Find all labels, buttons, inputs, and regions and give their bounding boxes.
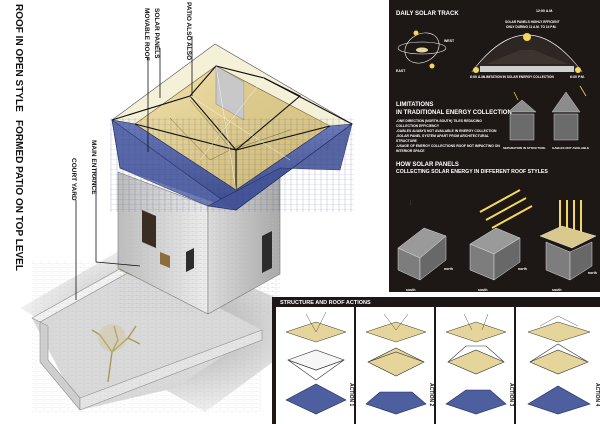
north-label: north — [444, 267, 453, 271]
limitations-title-1: LIMITATIONS — [396, 102, 433, 108]
caption-gables: GABLES NOT AVAILABLE — [552, 146, 589, 150]
limitations-section: LIMITATIONS IN TRADITIONAL ENERGY COLLEC… — [396, 85, 589, 153]
action-label: ACTION 2 — [428, 383, 434, 407]
west-label: WEST — [444, 39, 455, 43]
limitation-house-left: SEPARATION IN STRUCTURE — [503, 91, 545, 150]
east-label: EAST — [396, 69, 406, 73]
leader-lines — [75, 36, 193, 300]
sun-path — [404, 32, 440, 64]
evening-label: 6:00 P.M. — [570, 75, 585, 79]
court-yard-label: COURT YARD — [70, 158, 77, 201]
south-label: south — [552, 288, 562, 292]
patio-also-label: PATIO ALSO ALSO — [185, 2, 192, 60]
south-label: south — [478, 288, 488, 292]
morning-sun — [473, 67, 479, 73]
daily-solar-track: DAILY SOLAR TRACK EAST WEST 12:00 A.M. 6… — [396, 9, 585, 79]
title-line-2: FORMED PATIO ON TOP LEVEL — [13, 120, 24, 271]
action-label: ACTION 1 — [348, 383, 354, 407]
earth-disc — [416, 47, 428, 53]
how-title-1: HOW SOLAR PANELS — [396, 162, 459, 168]
structure-title: STRUCTURE AND ROOF ACTIONS — [280, 300, 371, 306]
noon-sun — [523, 33, 531, 41]
horizon-bar — [480, 66, 574, 72]
angle-note: ····· — [409, 200, 413, 205]
how-solar-panels-section: HOW SOLAR PANELS COLLECTING SOLAR ENERGY… — [396, 162, 597, 292]
solar-track-title: DAILY SOLAR TRACK — [396, 11, 459, 17]
solar-panels-label: SOLAR PANELS — [153, 8, 160, 59]
action-3-diagrams — [445, 313, 507, 415]
window-left — [142, 210, 156, 248]
noon-label: 12:00 A.M. — [536, 9, 553, 13]
sun-marker-1 — [413, 30, 419, 36]
courtyard-tree — [91, 324, 141, 383]
north-label: north — [518, 267, 527, 271]
orbit-ellipse — [397, 41, 447, 55]
roof-style-gable: south north — [397, 227, 453, 292]
limitation-bullet: -USAGE OF ENERGY COLLECTIONS ROOF NOT IM… — [396, 144, 500, 148]
limitation-bullet: -ONE DIRECTION (NORTH-SOUTH) TILES REDUC… — [396, 119, 482, 123]
entrance-door — [160, 252, 170, 268]
roof-style-open: south north — [539, 200, 597, 292]
action-label: ACTION 3 — [508, 383, 514, 407]
window-front — [186, 248, 194, 272]
efficiency-note-2: ONLY DURING 11 A.M. TO 14 P.M. — [506, 25, 557, 29]
north-label: north — [588, 271, 597, 275]
morning-label: 6:00 A.M. — [470, 75, 485, 79]
action-1-diagrams — [285, 311, 347, 415]
how-title-2: COLLECTING SOLAR ENERGY IN DIFFERENT ROO… — [396, 169, 548, 175]
limitation-bullet: -GABLES ALWAYS NOT AVAILABLE IN ENERGY C… — [396, 129, 497, 133]
limitation-label: LIMITATION IN SOLAR ENERGY COLLECTION — [484, 75, 554, 79]
limitation-house-right: GABLES NOT AVAILABLE — [551, 85, 589, 150]
limitation-bullet: INTERIOR SPACE — [396, 149, 425, 153]
limitation-bullet: STRUCTURE — [396, 139, 418, 143]
limitations-title-2: IN TRADITIONAL ENERGY COLLECTION — [396, 110, 512, 116]
caption-separation: SEPARATION IN STRUCTURE — [503, 146, 545, 150]
house-axonometric — [20, 36, 354, 412]
evening-sun — [575, 67, 581, 73]
sun-marker-2 — [429, 63, 435, 69]
action-2-diagrams — [365, 313, 427, 415]
action-columns: ACTION 1 ACTION 2 ACTION 3 ACTION 4 — [276, 307, 600, 424]
main-entrance-label: MAIN ENTRANCE — [90, 140, 97, 195]
action-label: ACTION 4 — [594, 383, 600, 407]
south-label: south — [406, 288, 416, 292]
title-line-1: ROOF IN OPEN STYLE — [13, 4, 24, 112]
limitation-bullet: COLLECTION EFFICIENCY — [396, 124, 440, 128]
efficiency-note-1: SOLAR PANELS HIGHLY EFFICIENT — [505, 20, 560, 24]
efficiency-band — [486, 50, 568, 64]
movable-roof-label: MOVABLE ROOF — [143, 8, 150, 61]
support-cables — [189, 65, 291, 191]
vertical-labels: ROOF IN OPEN STYLE FORMED PATIO ON TOP L… — [13, 2, 192, 271]
window-right — [262, 231, 272, 273]
limitation-bullet: -SOLAR PANEL SYSTEM APART FROM ARCHITECT… — [396, 134, 489, 138]
roof-style-hip: south north — [469, 189, 533, 292]
action-4-diagrams — [527, 315, 591, 415]
